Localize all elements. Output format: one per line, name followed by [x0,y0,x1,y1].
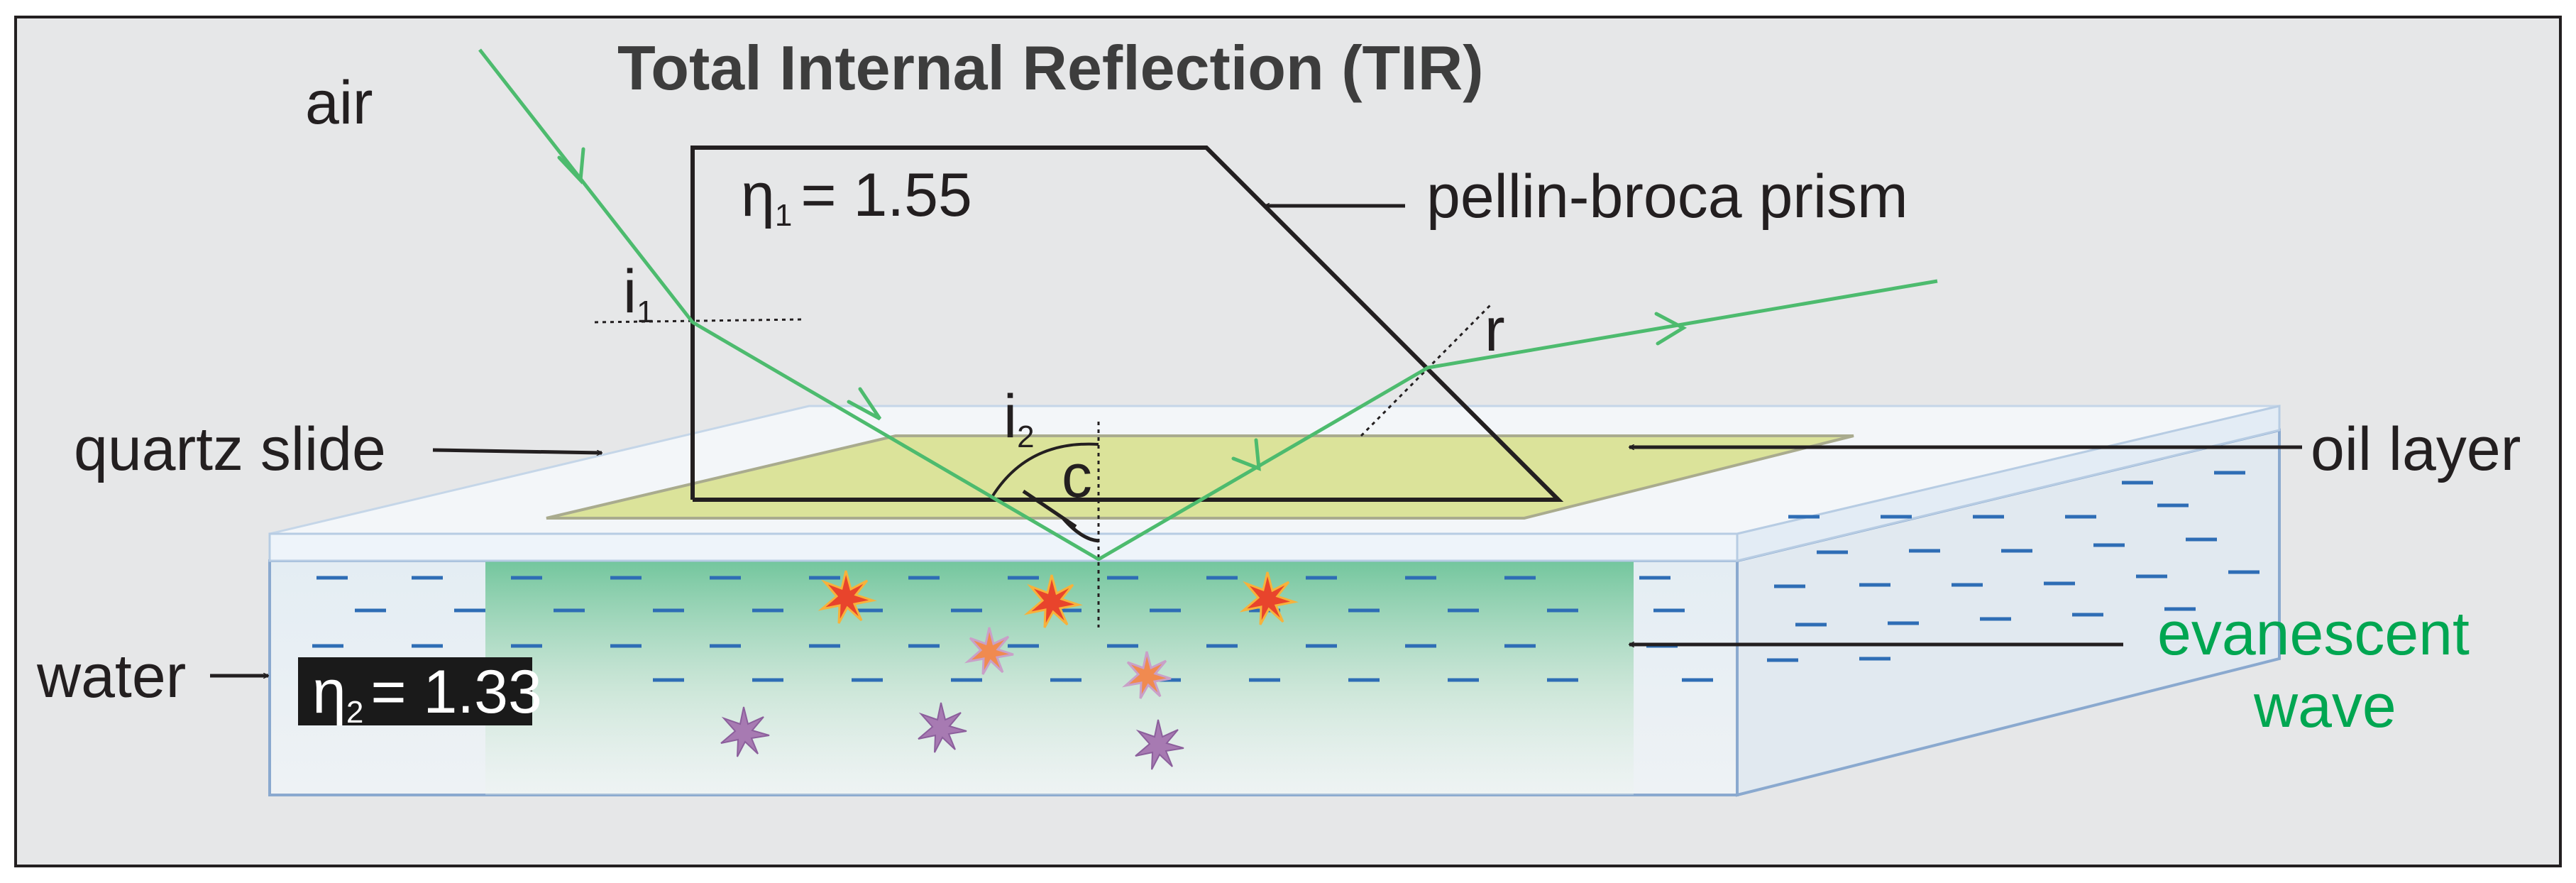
fluorophore-excited-star [1239,571,1299,625]
c-label: c [1062,442,1092,510]
fluorophore-partial-star [1122,651,1172,699]
fluorophore-dark-star [720,706,770,757]
normal-i1 [594,318,803,324]
quartz-front-edge [268,532,1739,562]
i2-label: i2 [1003,383,1035,454]
air-label: air [305,69,373,137]
fluorophore-excited-star [1023,574,1083,628]
fluorophore-excited-star [818,570,877,624]
beam-arrow-1 [557,147,585,185]
water-label: water [36,642,186,711]
i1-letter: i [623,258,637,326]
n2-subscript: 2 [346,695,363,730]
i2-subscript: 2 [1017,419,1034,454]
n2-value: = 1.33 [370,658,542,726]
i1-subscript: 1 [637,295,654,329]
n1-subscript: 1 [775,198,792,233]
water-block [268,428,2281,797]
angle-arc-i2 [991,442,1099,498]
prism-label: pellin-broca prism [1426,163,1908,231]
evanescent-label-line1: evanescent [2157,600,2470,668]
quartz-arrow [432,448,602,453]
n2-symbol: η [312,658,346,726]
angle-arc-c [1022,489,1099,543]
pointer-arrows [210,206,2302,676]
n1-label: η1= 1.55 [741,161,972,233]
light-beam [478,48,1938,561]
beam-arrowheads [557,147,1688,471]
prism-outline [690,146,1564,502]
fluorophore-partial-star [964,627,1014,675]
beam-arrow-2 [847,387,882,421]
normal-lines [594,304,1492,627]
oil-label: oil layer [2311,415,2521,483]
beam-arrow-3 [1231,438,1261,471]
fluorophores [720,570,1299,770]
i2-letter: i [1003,383,1017,451]
diagram-title: Total Internal Reflection (TIR) [617,33,1484,103]
n2-badge [298,657,532,725]
quartz-label: quartz slide [74,415,386,483]
r-label: r [1485,296,1505,364]
evanescent-label-line2: wave [2253,672,2396,740]
n1-symbol: η [741,161,775,229]
beam-arrow-4 [1654,312,1688,346]
fluorophore-dark-star [1135,719,1184,770]
i1-label: i1 [623,258,654,329]
fluorophore-dark-star [918,702,967,753]
beam-path [478,48,1938,561]
n2-label: η2= 1.33 [312,658,542,730]
n1-value: = 1.55 [800,161,972,229]
